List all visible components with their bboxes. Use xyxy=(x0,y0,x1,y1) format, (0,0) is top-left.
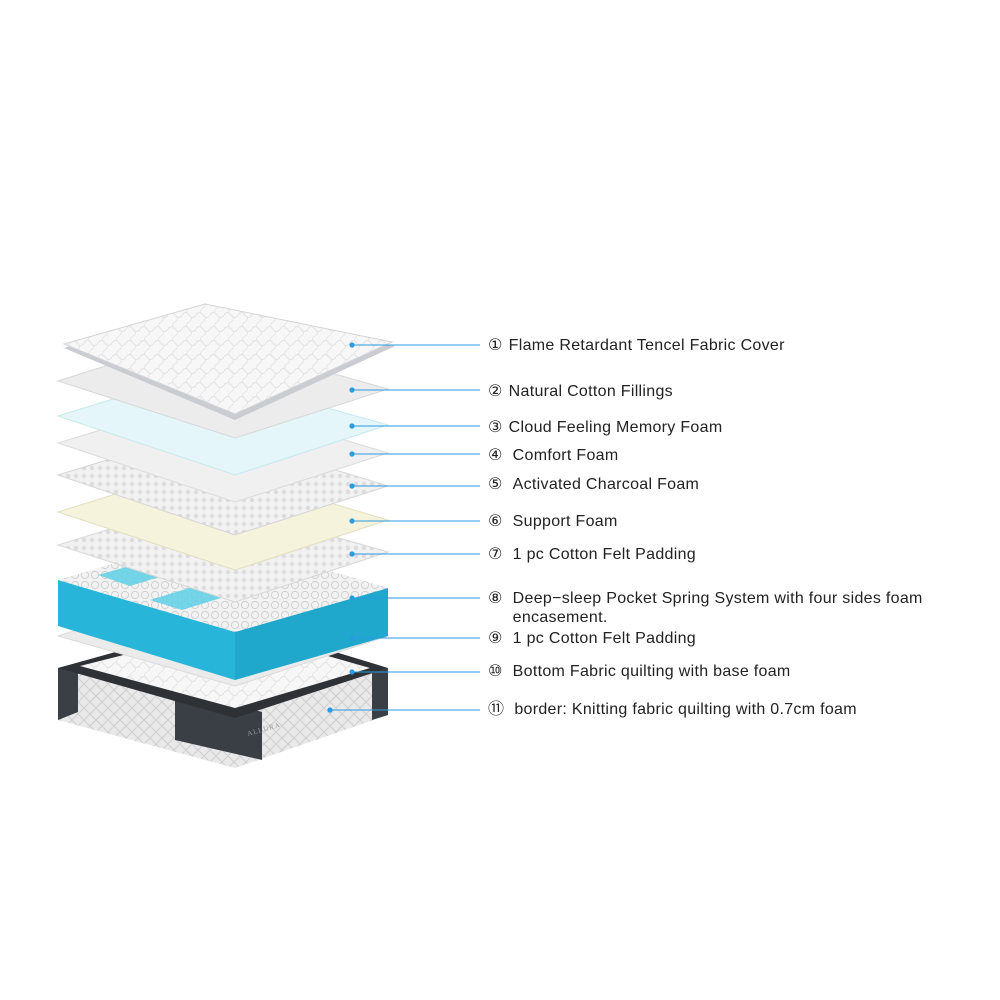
leader-dot-6 xyxy=(349,518,355,524)
leader-dot-7 xyxy=(349,551,355,557)
layer-1-tencel-cover xyxy=(62,303,395,420)
leader-dot-8 xyxy=(349,595,355,601)
leader-dot-5 xyxy=(349,483,355,489)
leader-dot-10 xyxy=(349,669,355,675)
leader-dot-4 xyxy=(349,451,355,457)
leader-dot-2 xyxy=(349,387,355,393)
leader-dot-11 xyxy=(327,707,333,713)
leader-lines xyxy=(327,342,480,713)
leader-dot-1 xyxy=(349,342,355,348)
leader-dot-3 xyxy=(349,423,355,429)
leader-dot-9 xyxy=(349,635,355,641)
